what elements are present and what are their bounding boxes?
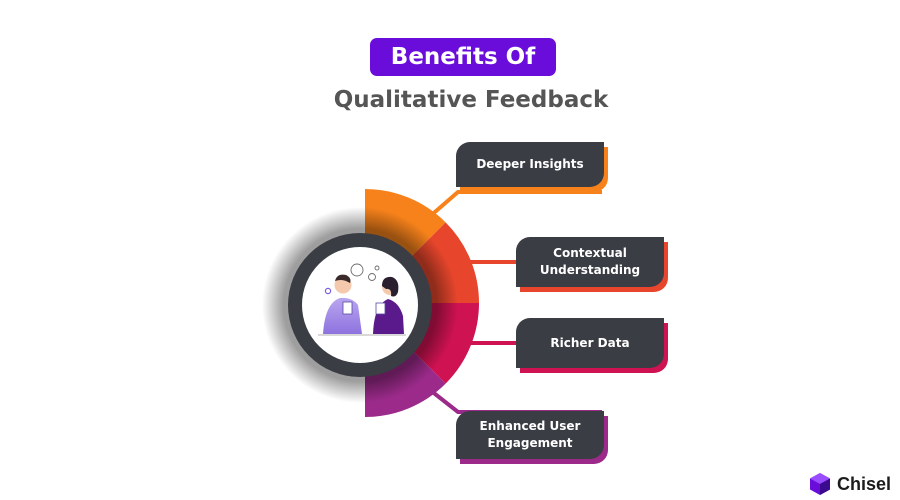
benefit-label: Contextual Understanding: [539, 246, 641, 277]
title-badge: Benefits Of: [370, 38, 556, 76]
benefit-label: Richer Data: [550, 335, 630, 350]
chisel-logo-icon: [810, 473, 830, 495]
people-conversation-illustration: [318, 263, 406, 336]
person-woman-icon: [373, 276, 404, 334]
benefit-label: Enhanced User Engagement: [479, 419, 581, 450]
title-line-1: Benefits Of: [390, 44, 536, 70]
connector-line-1: [426, 190, 602, 220]
brand-name: Chisel: [837, 473, 892, 494]
benefit-card-enhanced-user-engagement: Enhanced User Engagement: [456, 411, 604, 459]
title-line-2: Qualitative Feedback: [333, 87, 609, 113]
connector-line-4: [428, 388, 602, 414]
benefit-card-richer-data: Richer Data: [516, 318, 664, 368]
person-man-icon: [323, 274, 362, 334]
speech-bubble-icon: [350, 263, 380, 281]
benefit-label: Deeper Insights: [476, 157, 584, 171]
benefit-card-contextual-understanding: Contextual Understanding: [516, 237, 664, 287]
benefit-card-deeper-insights: Deeper Insights: [456, 142, 604, 187]
brand-logo: Chisel: [808, 472, 891, 496]
dot-icon: [324, 287, 332, 295]
